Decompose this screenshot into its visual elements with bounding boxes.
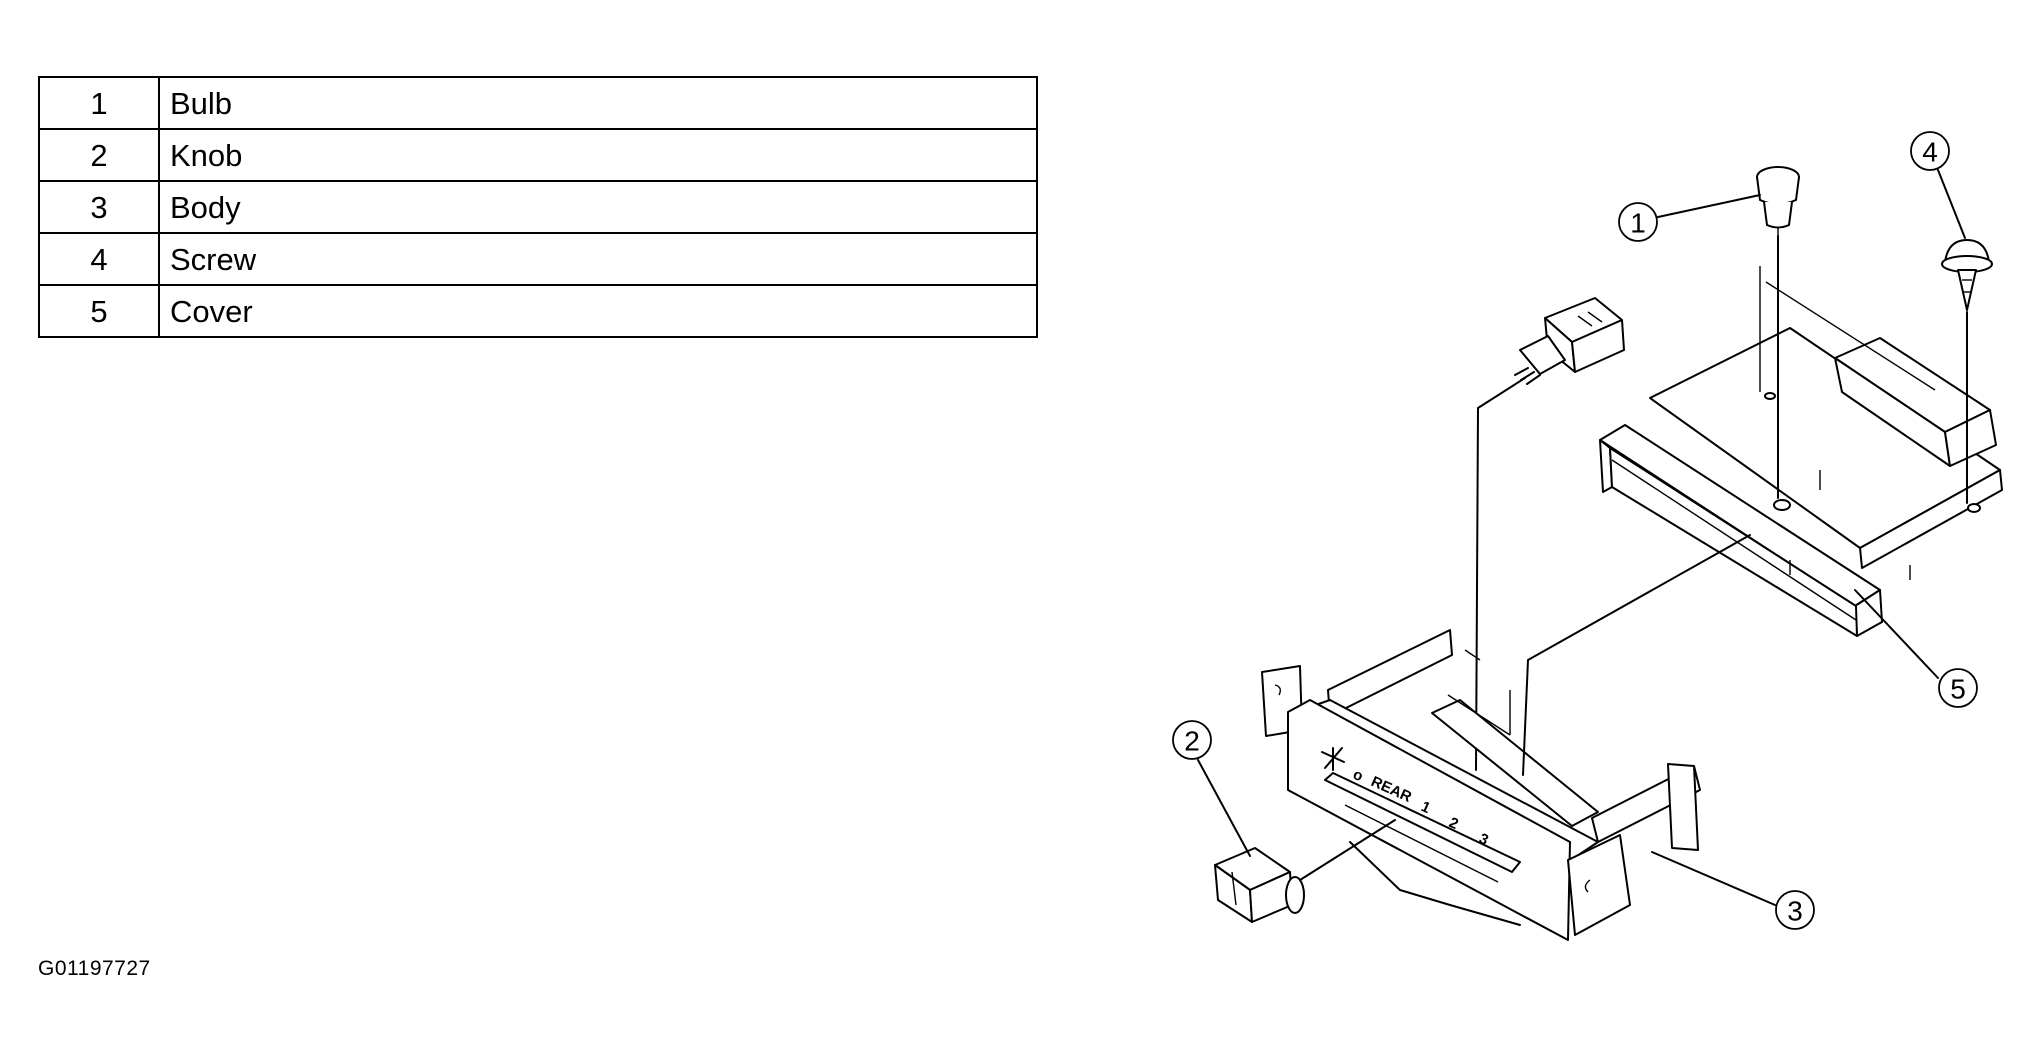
screw-part: [1941, 239, 1993, 311]
callout-4-label: 4: [1922, 137, 1938, 168]
part-number: 3: [38, 180, 160, 234]
callout-1: 1: [1618, 194, 1761, 242]
part-name: Body: [158, 180, 1038, 234]
callout-2-label: 2: [1184, 726, 1200, 757]
callout-1-label: 1: [1630, 208, 1646, 239]
callout-4: 4: [1910, 131, 1966, 239]
part-number: 5: [38, 284, 160, 338]
part-number: 4: [38, 232, 160, 286]
part-name: Bulb: [158, 76, 1038, 130]
callout-2: 2: [1172, 720, 1396, 881]
part-name: Screw: [158, 232, 1038, 286]
part-name: Cover: [158, 284, 1038, 338]
callout-3-label: 3: [1787, 896, 1803, 927]
connector-part: [1514, 297, 1625, 385]
harness-wire: [1475, 377, 1526, 771]
knob-part: [1214, 847, 1305, 923]
part-name: Knob: [158, 128, 1038, 182]
callout-5-label: 5: [1950, 674, 1966, 705]
callout-5: 5: [1854, 589, 1978, 708]
table-row: 2 Knob: [38, 128, 1038, 182]
part-number: 1: [38, 76, 160, 130]
figure-code: G01197727: [38, 957, 151, 980]
table-row: 1 Bulb: [38, 76, 1038, 130]
part-number: 2: [38, 128, 160, 182]
table-row: 5 Cover: [38, 284, 1038, 338]
fan-icon: [1321, 747, 1345, 771]
cover-part: [1599, 327, 2003, 637]
table-row: 4 Screw: [38, 232, 1038, 286]
table-row: 3 Body: [38, 180, 1038, 234]
callout-3: 3: [1651, 851, 1815, 930]
body-part: o REAR 1 2 3: [1261, 629, 1701, 941]
bulb-part: [1756, 166, 1800, 236]
parts-legend-table: 1 Bulb 2 Knob 3 Body 4 Screw 5 Cover: [38, 76, 1038, 338]
assembly-lines: [1447, 281, 1936, 776]
